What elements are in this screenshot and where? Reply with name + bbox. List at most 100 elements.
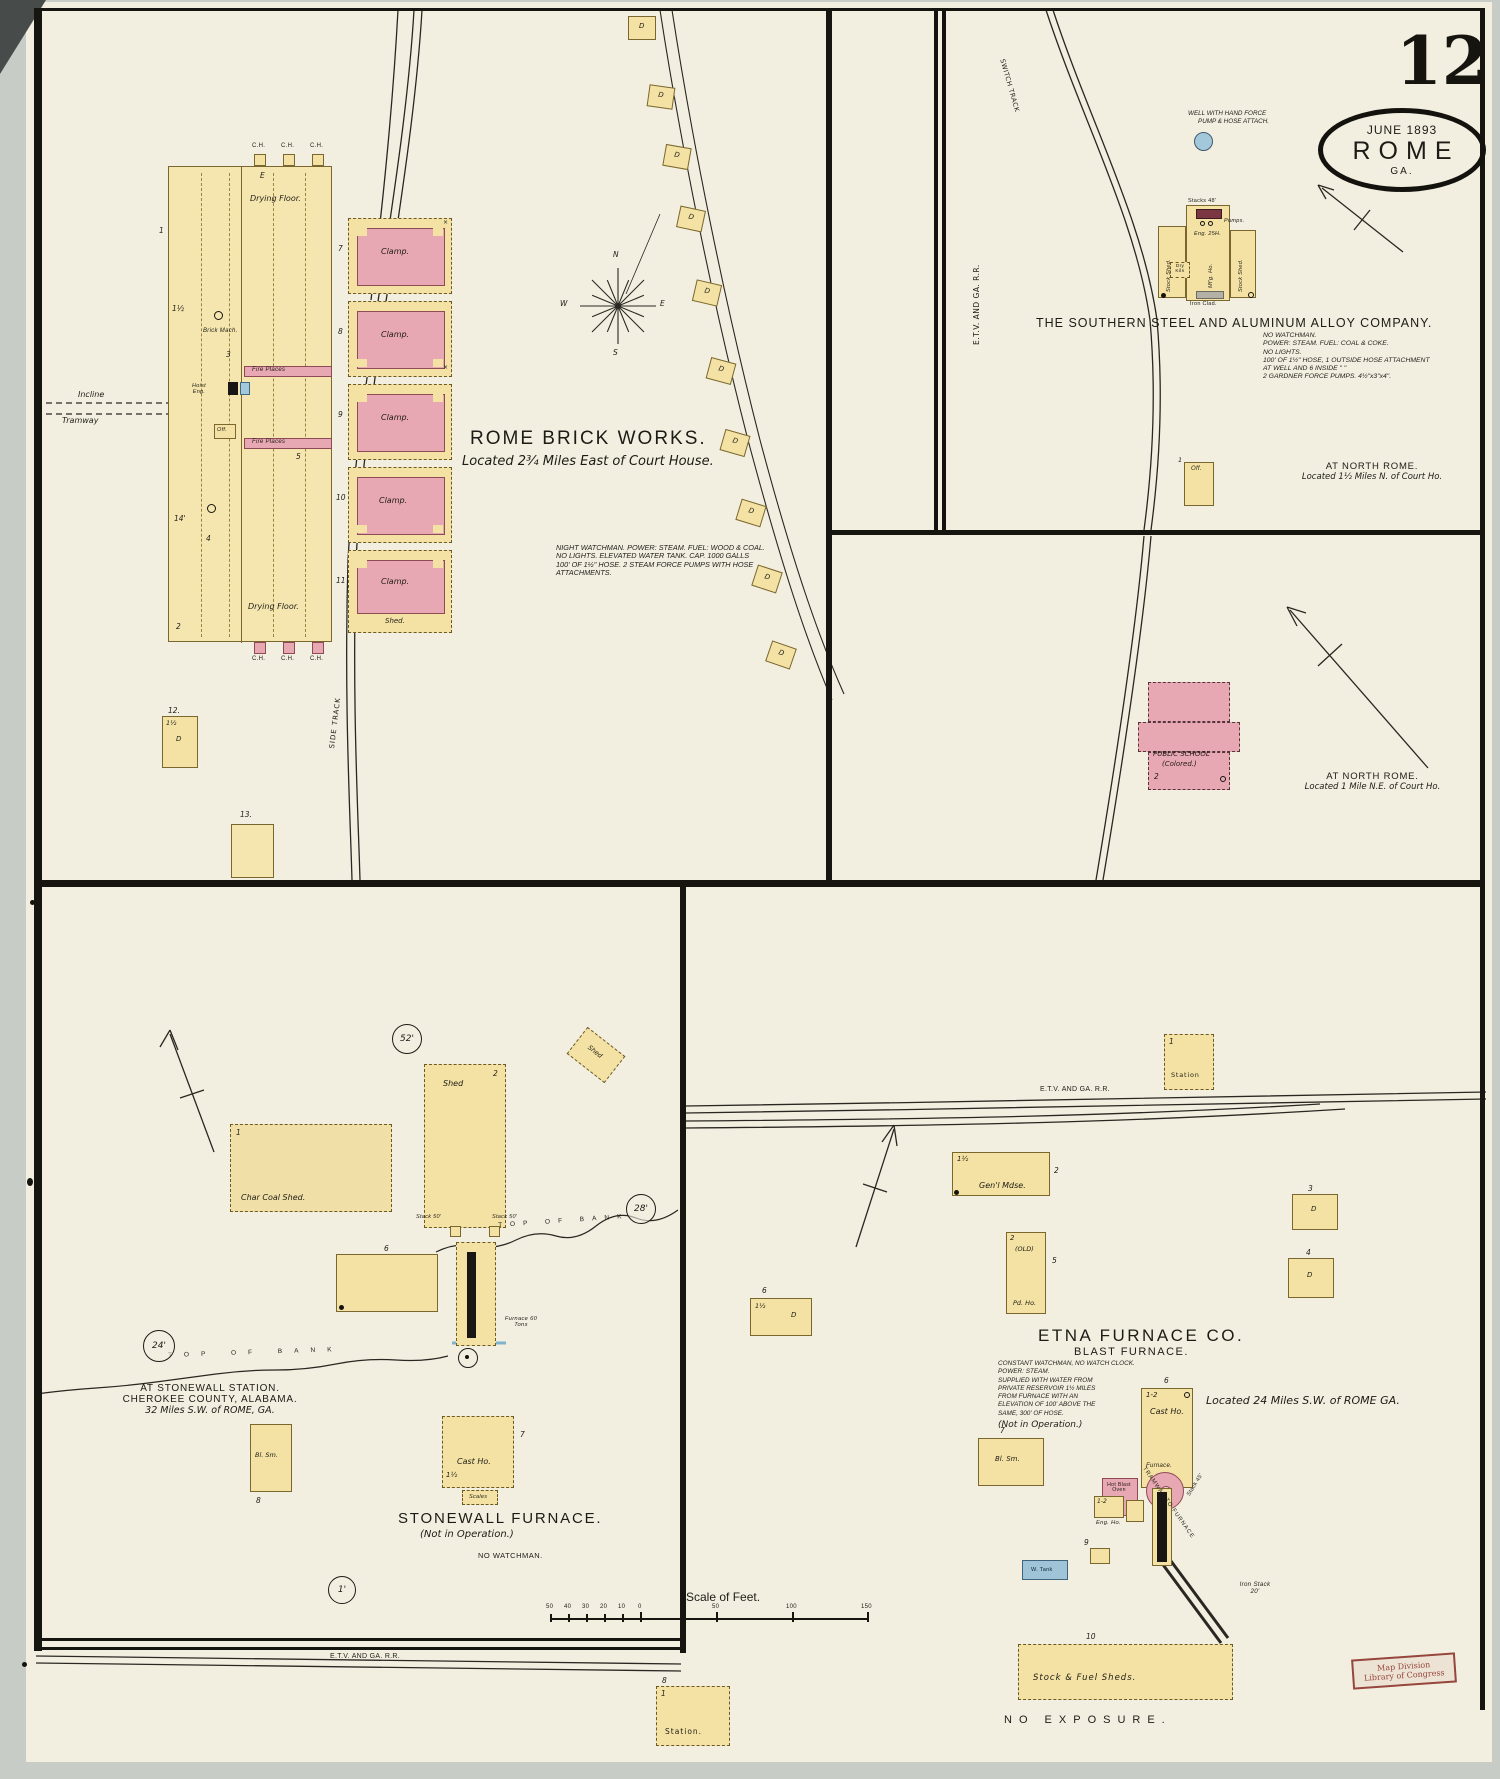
hoist-black-bar	[1157, 1492, 1167, 1562]
kiln-notch	[357, 394, 367, 402]
distance-circle-1: 1'	[328, 1576, 356, 1604]
dwelling-label: D	[747, 506, 756, 516]
note-line: SAME, 300' OF HOSE.	[998, 1409, 1064, 1417]
at-north-rome: AT NORTH ROME.	[1325, 461, 1419, 472]
mfg-house-label: Mf'g. Ho.	[1208, 263, 1214, 288]
scale-tick	[586, 1614, 588, 1622]
iron-mark: ×	[443, 364, 449, 371]
scale-tick	[792, 1612, 794, 1622]
kiln-notch	[433, 394, 443, 402]
kiln	[357, 477, 445, 535]
scale-number: 100	[786, 1604, 797, 1610]
stack-center	[465, 1355, 469, 1359]
dwelling: D	[1288, 1258, 1334, 1298]
blacksmith-label: Bl. Sm.	[255, 1451, 278, 1459]
stamp-city: ROME	[1352, 137, 1460, 165]
dwelling-label: D	[1311, 1205, 1317, 1213]
floors: 2	[1010, 1234, 1015, 1242]
divider-vertical-top	[826, 8, 832, 884]
scale-number: 30	[582, 1604, 590, 1610]
scale-title: Scale of Feet.	[686, 1590, 761, 1604]
iron-clad-strip	[1196, 291, 1224, 299]
school-floors: 2	[1154, 772, 1159, 781]
road	[659, 9, 845, 701]
kiln	[357, 311, 445, 369]
stack-label: Stack 50'	[416, 1214, 442, 1220]
old-label: (OLD)	[1015, 1245, 1034, 1253]
stonewall-title: STONEWALL FURNACE.	[398, 1510, 603, 1527]
kiln-label: Clamp.	[381, 247, 410, 256]
floors: 1½	[755, 1302, 766, 1310]
note-line: 100' OF 1½" HOSE. 2 STEAM FORCE PUMPS WI…	[556, 559, 754, 569]
brickworks-subtitle: Located 2¾ Miles East of Court House.	[462, 454, 714, 469]
kiln-number: 9	[338, 410, 343, 419]
drying-floor-bottom-label: Drying Floor.	[248, 602, 299, 611]
corner-circle	[1248, 292, 1254, 298]
floors: 1½	[957, 1155, 969, 1163]
iron-stack-label: Iron Stack 20'	[1239, 1581, 1271, 1595]
school-location: AT NORTH ROME. Located 1 Mile N.E. of Co…	[1270, 771, 1475, 792]
cast-house-label: Cast Ho.	[457, 1457, 491, 1466]
scale-number: 0	[638, 1604, 642, 1610]
well-note-line: PUMP & HOSE ATTACH.	[1198, 118, 1270, 126]
stonewall-location: AT STONEWALL STATION. CHEROKEE COUNTY, A…	[100, 1383, 320, 1416]
border-top	[36, 8, 1485, 11]
border-left	[34, 8, 42, 1651]
kiln	[357, 394, 445, 452]
at-stonewall-station: AT STONEWALL STATION.	[140, 1383, 280, 1394]
engine-circle	[207, 504, 216, 513]
tank-blue	[240, 382, 250, 395]
scale-bar	[550, 1618, 868, 1620]
corner-dot	[339, 1305, 344, 1310]
office-label: Off.	[217, 427, 228, 433]
edge-speck	[27, 1178, 33, 1186]
railroad-track-etna	[685, 1091, 1487, 1129]
stamp-date: JUNE 1893	[1366, 123, 1438, 137]
building-number: 13.	[240, 810, 252, 819]
kiln-notch	[357, 525, 367, 533]
kiln-notch	[433, 228, 443, 236]
floors: 1	[236, 1128, 241, 1137]
fire-places-label: Fire Places	[252, 439, 286, 445]
stonewall-not-in-operation: (Not in Operation.)	[420, 1529, 514, 1540]
tank-black	[228, 382, 238, 395]
kiln-shed: Clamp. ×	[348, 218, 452, 294]
blacksmith-building: Bl. Sm.	[978, 1438, 1044, 1486]
compass-n: N	[613, 250, 619, 259]
railroad-label-steel: E.T.V. AND GA. R.R.	[972, 264, 981, 345]
scale-of-feet: Scale of Feet. 50 40 30 20 10 0 50 100 1…	[546, 1590, 876, 1630]
located-line: Located 1 Mile N.E. of Court Ho.	[1304, 782, 1441, 792]
rome-oval-stamp: JUNE 1893 ROME GA.	[1318, 108, 1486, 192]
corner-circle	[1184, 1392, 1190, 1398]
marker: 10	[1086, 1632, 1096, 1641]
well-note: WELL WITH HAND FORCE PUMP & HOSE ATTACH.	[1188, 110, 1308, 127]
steel-notes: NO WATCHMAN. POWER: STEAM. FUEL: COAL & …	[1263, 332, 1430, 382]
marker: 2	[176, 622, 181, 631]
compass-e: E	[660, 299, 665, 308]
note-line: PRIVATE RESERVOIR 1½ MILES	[998, 1384, 1096, 1392]
iron-clad-label: Iron Clad.	[1190, 301, 1217, 307]
kiln-notch	[433, 525, 443, 533]
office-label: Off.	[1191, 466, 1202, 472]
kiln-shed: Clamp.	[348, 467, 452, 543]
blacksmith-label: Bl. Sm.	[995, 1455, 1020, 1463]
office-building: Off.	[1184, 462, 1214, 506]
furnace-stack-circle	[458, 1348, 478, 1368]
tall-shed: 2 Shed	[424, 1064, 506, 1228]
furnace-label: Furnace.	[1146, 1463, 1173, 1469]
kiln	[357, 560, 445, 614]
old-powder-house: 2 (OLD) Pd. Ho.	[1006, 1232, 1046, 1314]
marker: 5	[296, 452, 301, 461]
shed-box	[1090, 1548, 1110, 1564]
kiln-number: 8	[338, 327, 343, 336]
kiln-shed: Clamp.	[348, 384, 452, 460]
station-label: Station.	[665, 1727, 703, 1736]
stack-label: Stack 50'	[492, 1214, 518, 1220]
marker: 2	[1054, 1166, 1059, 1175]
kiln	[357, 228, 445, 286]
cupola	[312, 154, 324, 166]
not-in-operation: (Not in Operation.)	[998, 1420, 1083, 1431]
scales-label: Scales	[469, 1494, 488, 1500]
water-tank-label: W. Tank	[1031, 1567, 1053, 1573]
marker: 6	[1164, 1376, 1169, 1385]
